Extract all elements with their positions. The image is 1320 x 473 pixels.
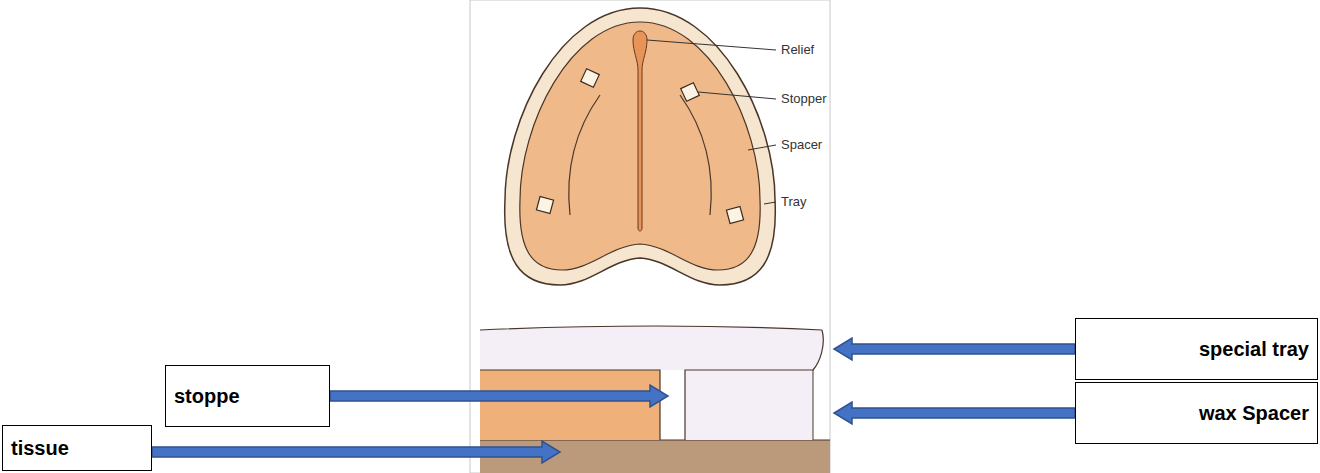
part-label: Relief xyxy=(781,43,814,56)
stopper-square xyxy=(536,196,553,213)
callout-box: special tray xyxy=(1075,318,1318,380)
leader-line xyxy=(764,202,776,204)
callout-text: wax Spacer xyxy=(1199,402,1309,425)
callout-text: special tray xyxy=(1199,338,1309,361)
callout-text: stoppe xyxy=(174,385,240,408)
callout-box: wax Spacer xyxy=(1075,382,1318,444)
part-label: Tray xyxy=(781,195,807,208)
tray-outline xyxy=(505,8,776,285)
wax-spacer xyxy=(480,370,660,440)
leader-line xyxy=(698,92,776,99)
ridge-line xyxy=(569,95,600,215)
part-label: Spacer xyxy=(781,138,822,151)
leader-line xyxy=(748,145,776,150)
pointer-arrow xyxy=(330,385,668,407)
stopper-square xyxy=(726,206,743,223)
pointer-arrow xyxy=(152,441,560,463)
spacer-edge xyxy=(813,370,814,440)
ridge-line xyxy=(680,95,711,215)
stopper-square xyxy=(681,83,700,102)
callout-box: tissue xyxy=(2,425,152,471)
stopper-square xyxy=(581,69,600,88)
part-label: Stopper xyxy=(781,92,827,105)
pointer-arrow xyxy=(834,338,1075,360)
special-tray-section xyxy=(480,326,823,440)
relief-area xyxy=(633,31,647,231)
pointer-arrow xyxy=(834,402,1075,424)
callout-text: tissue xyxy=(11,437,69,460)
spacer-outline xyxy=(480,330,823,440)
leader-line xyxy=(647,40,776,50)
callout-box: stoppe xyxy=(165,365,330,427)
spacer-area xyxy=(520,22,760,270)
tray-top-line xyxy=(480,326,822,330)
